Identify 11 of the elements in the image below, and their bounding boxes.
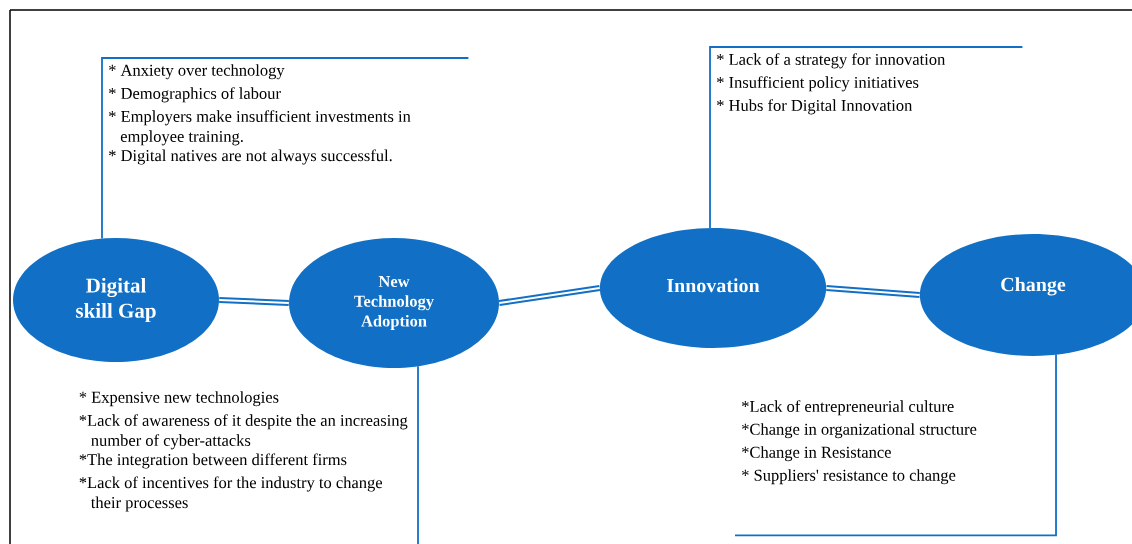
double-connector (218, 297, 290, 306)
leader-line (417, 365, 419, 544)
leader-line (709, 46, 1024, 229)
bullet-list: * Anxiety over technology * Demographics of labour * Employers make insufficient investments in employee training. * Digital natives are not always successful. (109, 64, 411, 165)
leader-line (734, 353, 1057, 537)
double-connector (498, 285, 601, 306)
bullet-list: * Lack of a strategy for innovation * Insufficient policy initiatives * Hubs for Digital Innovation (717, 53, 946, 115)
bullet-list: * Expensive new technologies *Lack of awareness of it despite the an increasing number of cyber-attacks *The integration between different firms *Lack of incentives for the industry to change their processes (79, 391, 408, 512)
bullet-list: *Lack of entrepreneurial culture *Change in organizational structure *Change in Resistance * Suppliers' resistance to change (742, 400, 977, 485)
double-connector (825, 285, 921, 298)
leader-line (101, 57, 470, 240)
